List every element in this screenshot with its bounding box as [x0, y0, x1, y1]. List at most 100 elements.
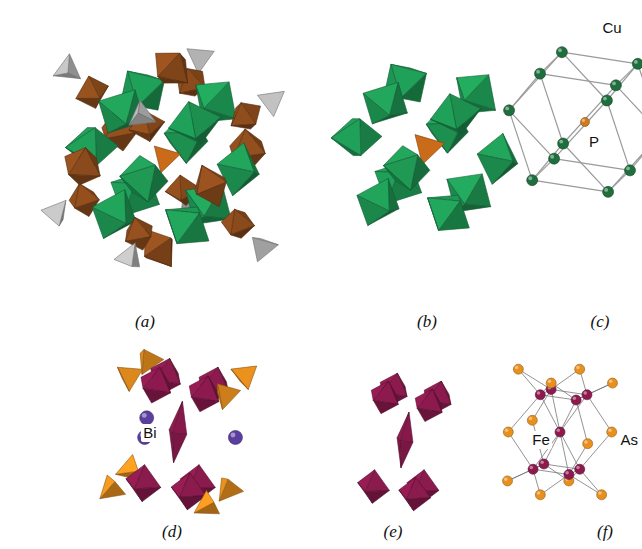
tetrahedron-face: [231, 366, 257, 390]
bond-line: [608, 134, 642, 192]
tetrahedron-face: [114, 243, 135, 267]
atom-sphere: [556, 47, 567, 58]
octahedron-face: [331, 138, 361, 156]
octahedron-face: [373, 400, 398, 413]
bond-line: [540, 74, 616, 86]
octahedron-face: [231, 124, 256, 129]
atom-highlight: [548, 380, 552, 384]
bond-line: [532, 389, 551, 420]
bond-line: [638, 64, 642, 134]
octahedron-face: [231, 103, 256, 126]
atom-sphere: [228, 430, 242, 444]
octahedron-face: [156, 53, 180, 76]
bond-line: [540, 395, 560, 432]
atom-highlight: [565, 471, 569, 475]
atom-highlight: [536, 70, 540, 74]
bond-line: [616, 85, 642, 133]
atom-sphere: [582, 390, 592, 400]
bond-line: [607, 101, 630, 171]
atom-sphere: [610, 80, 621, 91]
atom-sphere: [504, 105, 515, 116]
panel-label: (e): [384, 522, 403, 542]
octahedron-face: [430, 119, 461, 134]
bond-line: [532, 180, 608, 192]
octahedron-face: [399, 490, 414, 511]
cluster-c: [504, 47, 642, 198]
octahedron-face: [126, 479, 142, 502]
atom-sphere: [583, 439, 593, 449]
atom-sphere: [564, 470, 574, 480]
atom-highlight: [612, 81, 616, 85]
atom-highlight: [609, 380, 613, 384]
atom-sphere: [571, 395, 581, 405]
atom-highlight: [530, 466, 534, 470]
atom-label: Cu: [600, 19, 623, 36]
octahedron-face: [165, 191, 186, 205]
tetrahedron-face: [219, 478, 228, 501]
octahedron-face: [69, 175, 101, 185]
atom-sphere: [581, 118, 590, 127]
octahedron-face: [150, 122, 165, 142]
octahedron-face: [189, 376, 208, 397]
octahedron-face: [401, 73, 427, 102]
atom-highlight: [573, 397, 577, 401]
octahedron-face: [191, 397, 218, 412]
bond-line: [576, 383, 612, 400]
octahedron-face: [171, 487, 187, 510]
cluster-e: [358, 373, 451, 511]
octahedron-face: [357, 195, 389, 225]
atom-sphere: [535, 68, 546, 79]
atom-highlight: [626, 167, 630, 171]
octahedron-face: [134, 487, 161, 501]
tetrahedron-face: [53, 54, 69, 76]
atom-highlight: [537, 391, 541, 395]
octahedron-face: [172, 433, 187, 463]
atom-sphere: [546, 378, 556, 388]
atom-highlight: [142, 413, 147, 418]
octahedron-face: [231, 103, 241, 126]
tetrahedron-face: [194, 490, 214, 513]
bond-line: [551, 389, 587, 394]
atom-sphere: [603, 186, 614, 197]
bond-line: [587, 395, 612, 432]
octahedron-face: [331, 119, 361, 156]
tetrahedron-face: [100, 475, 115, 499]
atom-sphere: [555, 427, 565, 437]
panel-label: (f): [597, 522, 613, 542]
octahedron-face: [143, 388, 170, 403]
octahedron-face: [358, 470, 375, 492]
atom-sphere: [597, 490, 607, 500]
octahedron-face: [169, 128, 201, 144]
atom-highlight: [608, 429, 612, 433]
atom-highlight: [576, 366, 580, 370]
atom-highlight: [505, 429, 509, 433]
octahedron-face: [65, 148, 86, 175]
bond-line: [518, 369, 551, 389]
atom-sphere: [140, 411, 154, 425]
octahedron-face: [120, 176, 148, 202]
atom-sphere: [558, 138, 569, 149]
tetrahedron-face: [118, 367, 130, 391]
octahedron-face: [158, 76, 188, 83]
octahedron-face: [397, 438, 401, 468]
atom-sphere: [624, 165, 635, 176]
bond-line: [562, 52, 638, 64]
octahedron-face: [166, 210, 177, 244]
bond-line: [509, 110, 554, 158]
octahedron-face: [358, 483, 373, 504]
atom-sphere: [527, 175, 538, 186]
panel-label: (d): [162, 522, 182, 542]
atom-sphere: [503, 476, 513, 486]
atom-highlight: [576, 466, 580, 470]
octahedron-face: [360, 119, 382, 156]
bond-line: [554, 101, 607, 159]
atom-sphere: [575, 464, 585, 474]
atom-sphere: [527, 415, 537, 425]
octahedron-face: [177, 213, 209, 244]
atom-label: P: [587, 133, 601, 150]
atom-sphere: [513, 364, 523, 374]
octahedron-face: [171, 473, 190, 497]
atom-highlight: [529, 417, 533, 421]
bond-line: [532, 143, 563, 180]
bond-line: [533, 469, 569, 474]
